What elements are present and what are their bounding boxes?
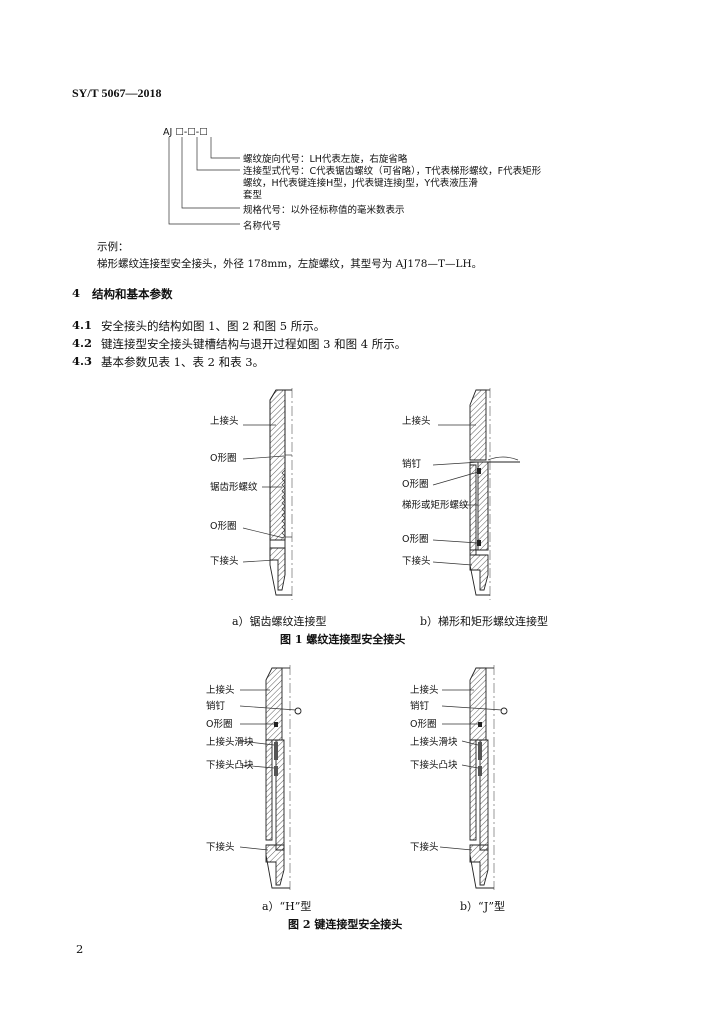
fig2a-subcaption: a）“H”型 xyxy=(262,900,312,913)
code-line-5: 规格代号：以外径标称值的毫米数表示 xyxy=(243,205,405,216)
code-line-1: 螺纹旋向代号：LH代表左旋，右旋省略 xyxy=(243,154,408,165)
fig2b-label-lug: 下接头凸块 xyxy=(410,760,458,771)
fig2b-label-pin: 销钉 xyxy=(410,701,430,712)
fig2a-label-oring: O形圈 xyxy=(206,719,233,730)
standard-number: SY/T 5067—2018 xyxy=(72,86,162,100)
page-number: 2 xyxy=(76,942,84,956)
fig2a-label-lower-sub: 下接头 xyxy=(206,842,235,853)
fig1a-label-lower-sub: 下接头 xyxy=(210,556,239,567)
fig2b-label-lower-sub: 下接头 xyxy=(410,842,439,853)
example-label: 示例： xyxy=(97,241,129,253)
section-title: 结构和基本参数 xyxy=(92,287,173,301)
clause-number-4-2: 4.2 xyxy=(72,336,93,350)
fig2b-label-oring: O形圈 xyxy=(410,719,437,730)
fig1b-subcaption: b）梯形和矩形螺纹连接型 xyxy=(420,615,549,628)
code-line-3: 螺纹，H代表键连接H型，J代表键连接J型，Y代表液压滑 xyxy=(243,178,478,189)
code-line-6: 名称代号 xyxy=(243,221,282,232)
fig1b-label-oring-1: O形圈 xyxy=(402,479,429,490)
fig2b-label-slider: 上接头滑块 xyxy=(410,737,458,748)
fig1a-label-oring-1: O形圈 xyxy=(210,453,237,464)
fig1a-label-thread: 锯齿形螺纹 xyxy=(210,482,258,493)
fig1b-label-oring-2: O形圈 xyxy=(402,534,429,545)
clause-text-4-2: 键连接型安全接头键槽结构与退开过程如图 3 和图 4 所示。 xyxy=(101,337,407,351)
clause-number-4-3: 4.3 xyxy=(72,354,93,368)
code-line-4: 套型 xyxy=(243,190,263,201)
fig2b-label-upper-sub: 上接头 xyxy=(410,685,439,696)
fig1b-label-lower-sub: 下接头 xyxy=(402,556,431,567)
clause-number-4-1: 4.1 xyxy=(72,318,93,332)
fig1b-label-pin: 销钉 xyxy=(402,459,422,470)
fig2a-label-lug: 下接头凸块 xyxy=(206,760,254,771)
model-code: AJ ☐-☐-☐ xyxy=(163,127,208,138)
section-number: 4 xyxy=(72,286,81,300)
fig2b-subcaption: b）“J”型 xyxy=(460,900,505,913)
code-diagram-lines xyxy=(168,137,240,225)
figure2-caption: 图 2 键连接型安全接头 xyxy=(288,918,403,931)
fig2a-label-upper-sub: 上接头 xyxy=(206,685,235,696)
clause-text-4-3: 基本参数见表 1、表 2 和表 3。 xyxy=(101,355,265,369)
clause-text-4-1: 安全接头的结构如图 1、图 2 和图 5 所示。 xyxy=(101,319,326,333)
fig2a-label-pin: 销钉 xyxy=(206,701,226,712)
fig1b-label-upper-sub: 上接头 xyxy=(402,416,431,427)
figure1-caption: 图 1 螺纹连接型安全接头 xyxy=(280,633,406,646)
fig1b-label-thread: 梯形或矩形螺纹 xyxy=(402,500,469,511)
fig2a-label-slider: 上接头滑块 xyxy=(206,737,254,748)
fig1a-subcaption: a）锯齿螺纹连接型 xyxy=(232,615,327,628)
example-text: 梯形螺纹连接型安全接头，外径 178mm，左旋螺纹，其型号为 AJ178—T—L… xyxy=(97,258,483,270)
fig1a-label-oring-2: O形圈 xyxy=(210,521,237,532)
fig1a-label-upper-sub: 上接头 xyxy=(210,416,239,427)
code-line-2: 连接型式代号：C代表锯齿螺纹（可省略），T代表梯形螺纹，F代表矩形 xyxy=(243,166,542,177)
